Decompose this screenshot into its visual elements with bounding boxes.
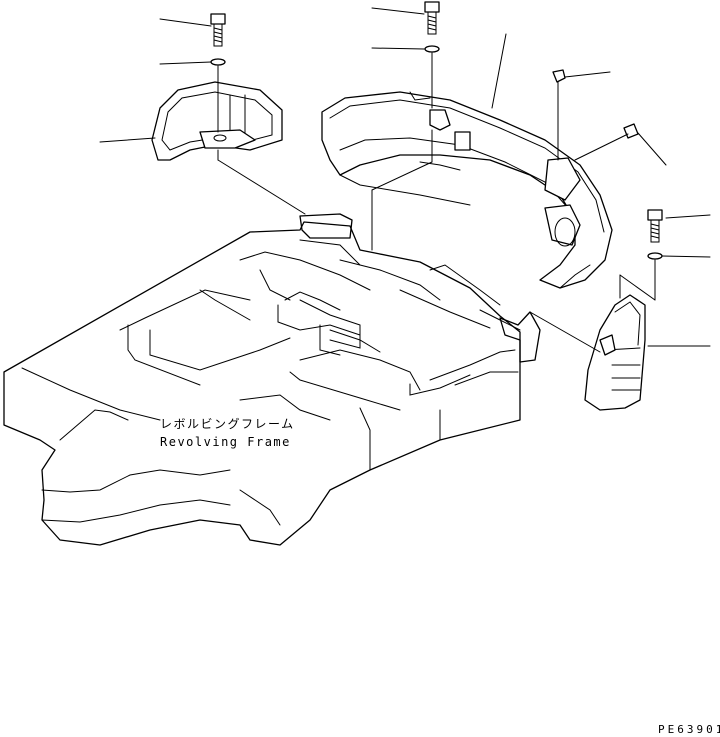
- plug-top: [553, 70, 565, 82]
- plug-right: [624, 124, 638, 138]
- leader-lines: [100, 8, 710, 352]
- revolving-frame: [4, 214, 540, 545]
- right-rear-cover: [585, 295, 645, 410]
- drawing-code: PE63901: [658, 723, 720, 736]
- left-rear-cover: [152, 82, 282, 160]
- bolt-center: [425, 2, 439, 34]
- frame-label-en: Revolving Frame: [160, 435, 291, 449]
- bolt-right: [648, 210, 662, 242]
- washer-left: [211, 59, 225, 65]
- frame-label-jp: レボルビングフレーム: [160, 417, 295, 431]
- bolt-left: [211, 14, 225, 46]
- counterweight: [322, 92, 612, 288]
- washer-right: [648, 253, 662, 259]
- washer-center: [425, 46, 439, 52]
